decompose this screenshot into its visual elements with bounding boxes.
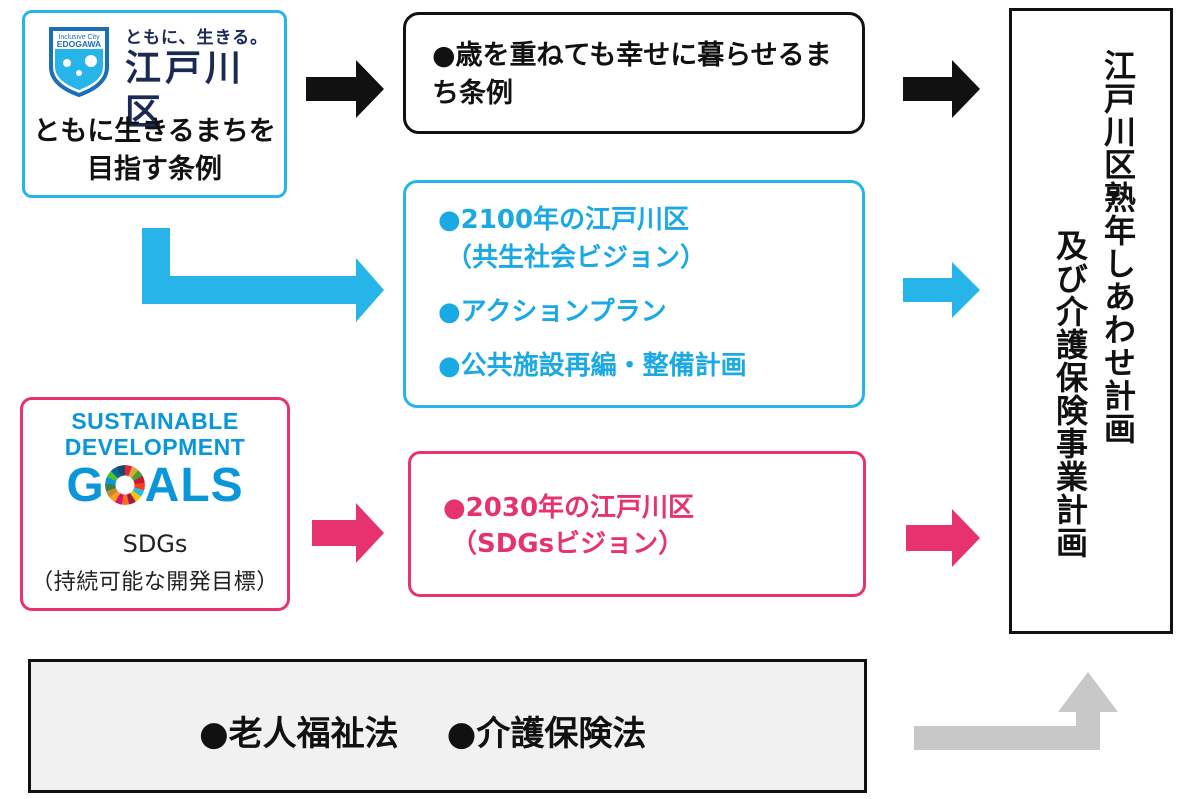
ordinance-title-line1: ともに生きるまちを — [33, 116, 276, 147]
sdgs-logo-line1: SUSTAINABLE — [71, 408, 239, 434]
sdg-vision-line1: ●2030年の江戸川区 — [443, 493, 695, 523]
vision-item-2100: ●2100年の江戸川区 — [438, 205, 690, 235]
laws-box: ●老人福祉法 ●介護保険法 — [28, 659, 867, 793]
plan-title-col2: 及び介護保険事業計画 — [1051, 229, 1089, 559]
arrow-sdgs-to-sdg-vision — [312, 503, 384, 563]
vision-item-action-plan: ●アクションプラン — [438, 297, 667, 327]
arrow-ordinance-to-vision — [142, 228, 384, 322]
edogawa-shield-logo: Inclusive City EDOGAWA — [49, 27, 109, 97]
ordinance-title: ともに生きるまちを 目指す条例 — [25, 113, 284, 189]
ordinance-box: Inclusive City EDOGAWA ともに、生きる。 江戸川区 ともに… — [22, 10, 287, 198]
vision-item-2100-sub: （共生社会ビジョン） — [446, 243, 707, 273]
arrow-laws-to-plan — [914, 672, 1118, 750]
sdg-vision-text: ●2030年の江戸川区 （SDGsビジョン） — [443, 490, 694, 562]
logo-tagline: ともに、生きる。 — [125, 28, 269, 48]
logo-name: 江戸川区 — [125, 48, 246, 133]
arrow-aging-to-plan — [903, 60, 980, 118]
law-elderly-welfare: ●老人福祉法 — [199, 714, 399, 754]
arrow-sdg-vision-to-plan — [906, 509, 980, 567]
sdgs-goals-als: ALS — [144, 459, 244, 512]
sdg-vision-line2: （SDGsビジョン） — [451, 529, 685, 559]
sdgs-description: （持続可能な開発目標） — [31, 570, 279, 595]
sdgs-logo-goals: G ALS — [23, 460, 287, 512]
plan-title-col1: 江戸川区熟年しあわせ計画 — [1099, 49, 1137, 445]
arrow-vision-to-plan — [903, 262, 980, 318]
sdgs-abbr: SDGs — [122, 530, 188, 558]
sdgs-goals-g: G — [66, 459, 105, 512]
sdgs-logo-line2: DEVELOPMENT — [64, 434, 246, 460]
plan-box: 江戸川区熟年しあわせ計画 及び介護保険事業計画 — [1009, 8, 1173, 634]
vision-box: ●2100年の江戸川区 （共生社会ビジョン） ●アクションプラン ●公共施設再編… — [403, 180, 865, 408]
vision-item-facility-plan: ●公共施設再編・整備計画 — [438, 351, 747, 381]
aging-ordinance-text: ●歳を重ねても幸せに暮らせるまち条例 — [432, 40, 832, 109]
aging-ordinance-box: ●歳を重ねても幸せに暮らせるまち条例 — [403, 12, 865, 134]
laws-row: ●老人福祉法 ●介護保険法 — [199, 706, 646, 755]
sdgs-wheel-icon — [104, 465, 145, 505]
sdg-vision-box: ●2030年の江戸川区 （SDGsビジョン） — [408, 451, 866, 597]
sdgs-box: SUSTAINABLE DEVELOPMENT G ALS SDGs （持続可能な… — [20, 397, 290, 611]
law-long-term-care-insurance: ●介護保険法 — [446, 714, 647, 754]
ordinance-title-line2: 目指す条例 — [87, 154, 222, 185]
arrow-ordinance-to-aging — [306, 60, 384, 118]
logo-badge-subtext: Inclusive City — [58, 34, 100, 41]
logo-badge-text: EDOGAWA — [57, 39, 101, 49]
